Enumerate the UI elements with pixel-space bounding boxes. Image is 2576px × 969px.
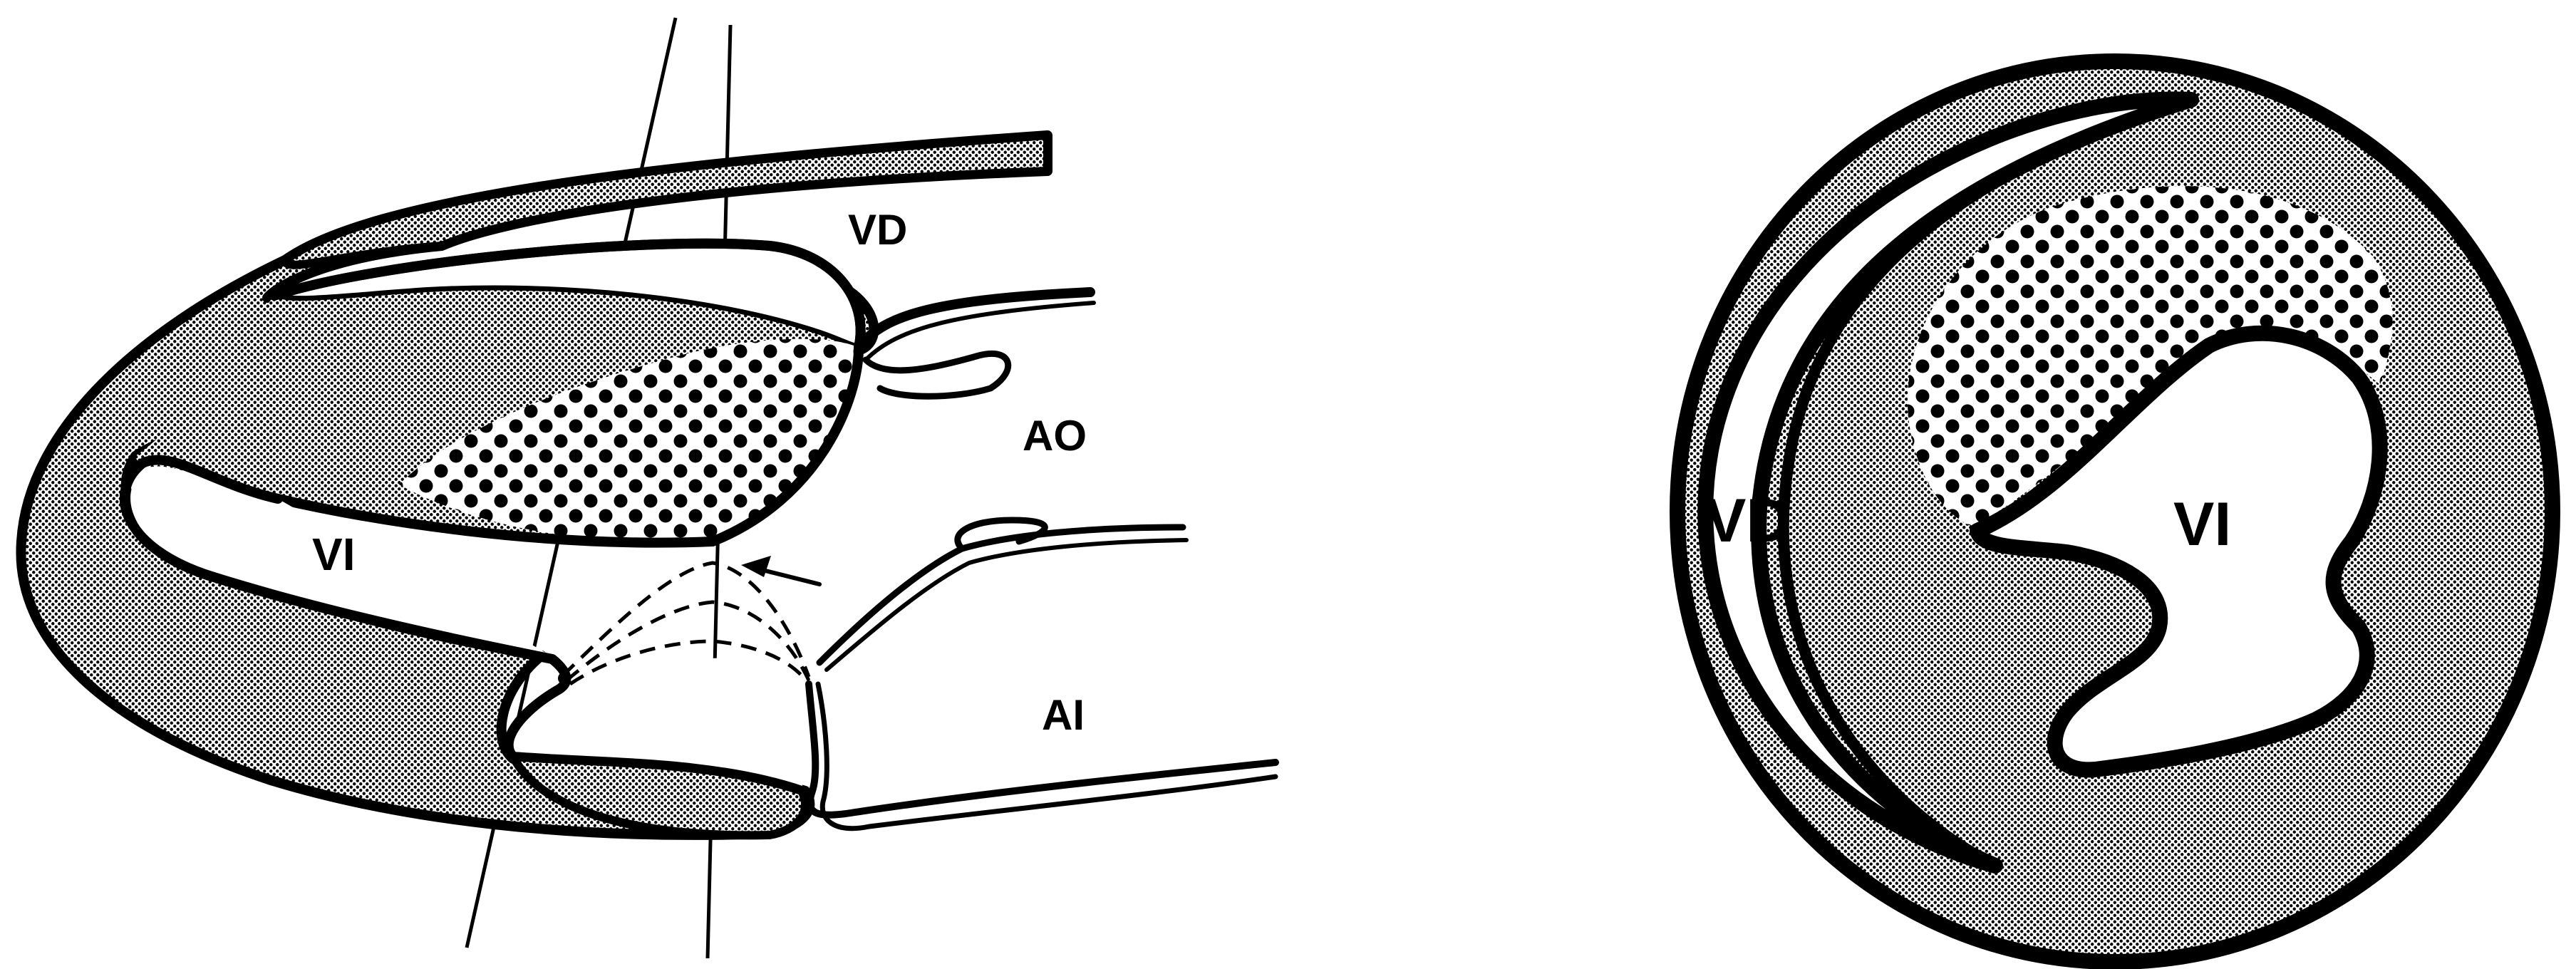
label-left-ventricle-short: VI bbox=[2173, 490, 2231, 559]
arrow-icon bbox=[741, 556, 819, 584]
label-aorta: AO bbox=[1023, 412, 1087, 460]
mitral-annulus-dot bbox=[558, 672, 571, 685]
label-left-atrium: AI bbox=[1042, 691, 1085, 739]
aorta-upper-wall-inner bbox=[866, 303, 1094, 360]
aorta-lower-wall bbox=[819, 527, 1183, 663]
long-axis-view: VD AO VI AI bbox=[21, 18, 1276, 958]
label-left-ventricle: VI bbox=[312, 529, 355, 580]
aortic-valve-upper bbox=[866, 353, 1008, 396]
label-right-ventricle: VD bbox=[848, 206, 907, 254]
short-axis-view: VD VI bbox=[1677, 61, 2552, 962]
label-right-ventricle-short: VD bbox=[1705, 487, 1790, 555]
